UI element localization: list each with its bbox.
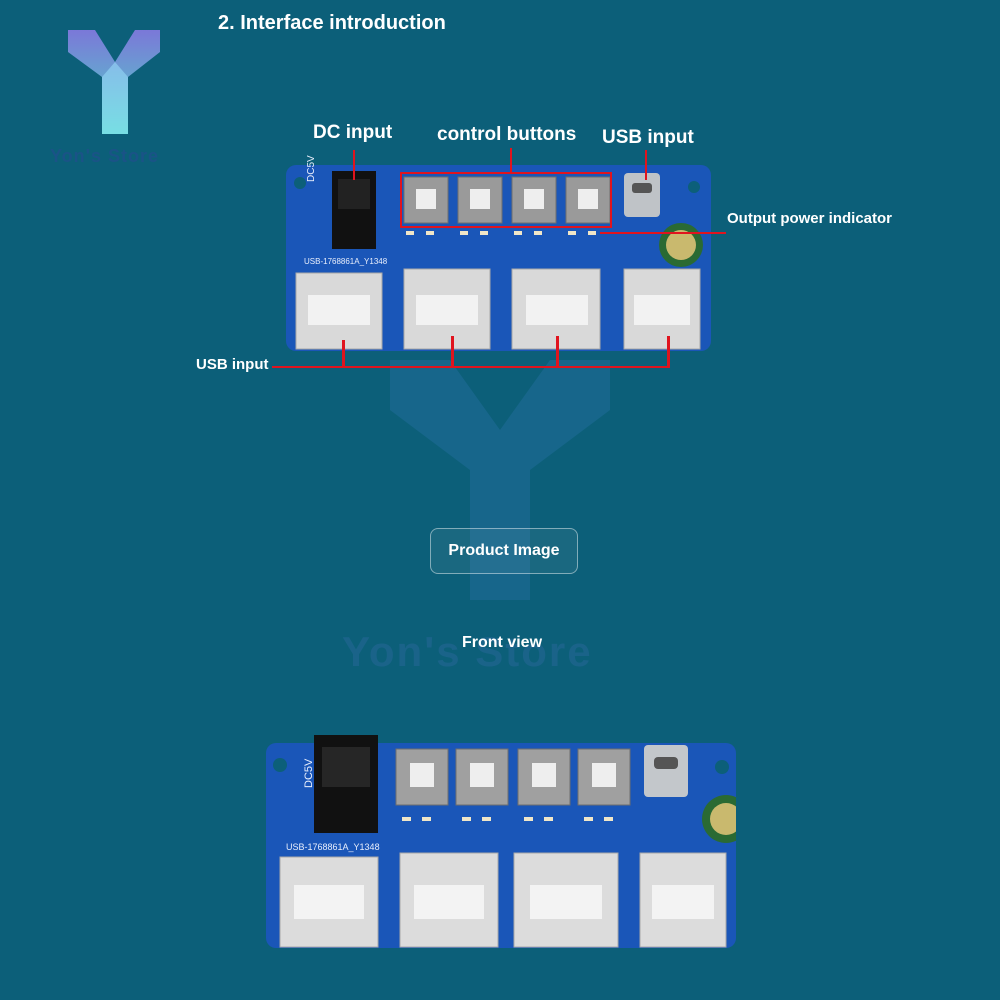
watermark-text: Yon's Store: [342, 628, 593, 675]
label-usb-input-top: USB input: [602, 127, 694, 148]
label-usb-input-bottom: USB input: [196, 356, 269, 373]
annot-line-usb-bus: [272, 366, 670, 368]
annot-drop-3: [556, 336, 559, 368]
annot-line-usbc: [645, 150, 647, 180]
label-control-buttons: control buttons: [437, 124, 577, 145]
annot-line-buttons: [510, 148, 512, 174]
pcb-dc-label: DC5V: [306, 155, 317, 182]
product-image-badge: Product Image: [430, 528, 578, 574]
front-view-label: Front view: [462, 634, 543, 651]
store-logo-text: Yon's Store: [50, 146, 159, 166]
annot-drop-4: [667, 336, 670, 368]
annot-drop-2: [451, 336, 454, 368]
label-output-power-indicator: Output power indicator: [727, 210, 892, 227]
pcb-dc-label-front: DC5V: [303, 758, 315, 788]
pcb-part-number-front: USB-1768861A_Y1348: [286, 842, 380, 852]
watermark-logo: [390, 360, 610, 600]
pcb-part-number: USB-1768861A_Y1348: [304, 257, 388, 266]
control-buttons-highlight: [400, 172, 612, 228]
annot-drop-1: [342, 340, 345, 368]
annot-line-indicator: [600, 232, 726, 234]
pcb-board-front-view: [266, 735, 736, 948]
section-title: 2. Interface introduction: [218, 12, 446, 34]
store-logo: [68, 30, 160, 134]
annot-line-dc: [353, 150, 355, 180]
label-dc-input: DC input: [313, 122, 393, 143]
pcb-board-annotated: [286, 165, 711, 351]
